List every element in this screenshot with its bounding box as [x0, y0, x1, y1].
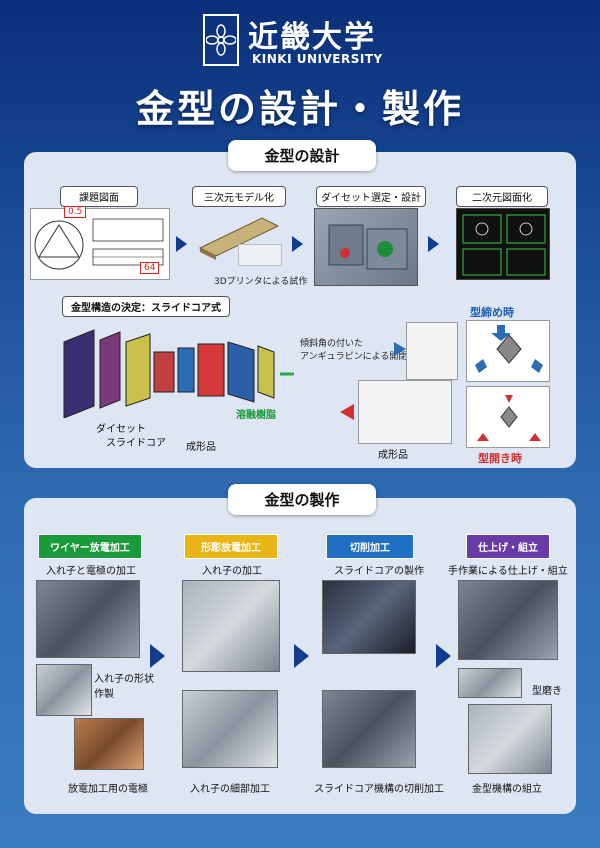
step-3d-model: 三次元モデル化: [192, 186, 286, 207]
mold-assembly-photo: [468, 704, 552, 774]
sinker-edm-photo: [182, 580, 280, 672]
mold-assembly-caption: 金型機構の組立: [472, 784, 542, 795]
insert-shape-caption: 入れ子の形状 作製: [94, 674, 154, 700]
arrow-right-icon: [176, 236, 187, 252]
electrode-photo: [74, 718, 144, 770]
dieset-label: ダイセット: [96, 424, 146, 435]
exploded-view-sketch: [63, 329, 294, 419]
wire-edm-photo: [36, 580, 140, 658]
assembly-work-photo: [458, 580, 558, 660]
mold-closed-top-view: [466, 320, 550, 382]
3d-part-sketch: [198, 217, 280, 260]
step-dieset: ダイセット選定・設計: [316, 186, 426, 207]
2d-drawing-image: [456, 208, 550, 280]
electrode-caption: 放電加工用の電極: [68, 784, 148, 795]
mold-open-label: 型開き時: [478, 452, 522, 465]
university-name-en: KINKI UNIVERSITY: [252, 52, 383, 66]
page-title: 金型の設計・製作: [135, 87, 464, 131]
caption-finishing: 手作業による仕上げ・組立: [448, 566, 568, 577]
slide-core-photo: [322, 690, 416, 768]
flower-emblem-icon: [206, 24, 236, 56]
dieset-sketch: [328, 224, 408, 270]
dieset-image: [314, 208, 418, 286]
exploded-mold-image: [54, 322, 294, 419]
blue-arrow-icon: [394, 342, 406, 356]
open-mold-sketch: [477, 395, 541, 441]
slide-core-caption: スライドコア機構の切削加工: [314, 784, 444, 795]
arrow-right-icon: [292, 236, 303, 252]
dimension-05: 0.5: [64, 206, 87, 218]
process-sinker-edm: 形彫放電加工: [184, 534, 278, 559]
mold-open-top-view: [466, 386, 550, 448]
dimension-64: 64: [140, 262, 160, 274]
make-section-label: 金型の製作: [228, 484, 376, 515]
molded-part-label-2: 成形品: [378, 450, 408, 461]
3d-print-photo: [238, 244, 282, 266]
printer-caption: 3Dプリンタによる試作: [214, 277, 308, 287]
arrow-right-icon: [428, 236, 439, 252]
step-task-drawing: 課題図面: [60, 186, 138, 207]
slide-core-label: スライドコア: [106, 438, 166, 449]
3d-model-image: [196, 210, 282, 260]
university-name-jp: 近畿大学: [248, 20, 376, 55]
caption-machining: スライドコアの製作: [334, 566, 424, 577]
structure-label: 金型構造の決定：スライドコア式: [62, 296, 230, 317]
process-finishing: 仕上げ・組立: [466, 534, 550, 559]
polishing-photo: [458, 668, 522, 698]
cad-sketch: [462, 214, 546, 276]
arrow-right-icon: [436, 644, 451, 668]
design-section-label: 金型の設計: [228, 140, 376, 171]
molded-part-label: 成形品: [186, 442, 216, 453]
caption-sinker-edm: 入れ子の加工: [202, 566, 262, 577]
machining-center-photo: [322, 580, 416, 654]
mold-closed-side-view: [406, 322, 458, 380]
arrow-right-icon: [150, 644, 165, 668]
insert-detail-caption: 入れ子の細部加工: [190, 784, 270, 795]
process-machining: 切削加工: [326, 534, 414, 559]
process-wire-edm: ワイヤー放電加工: [38, 534, 142, 559]
mold-close-label: 型締め時: [470, 306, 514, 319]
drawing-sketch: [34, 218, 164, 270]
resin-label: 溶融樹脂: [236, 410, 276, 421]
insert-detail-photo: [182, 690, 278, 768]
caption-wire-edm: 入れ子と電極の加工: [46, 566, 136, 577]
angular-pin-caption: 傾斜角の付いた アンギュラピンによる開閉: [300, 339, 408, 362]
step-2d-drawing: 二次元図面化: [456, 186, 548, 207]
mold-open-side-view: [358, 380, 452, 444]
red-arrow-icon: [340, 404, 354, 420]
insert-shape-photo: [36, 664, 92, 716]
closed-mold-sketch: [475, 325, 543, 373]
polishing-caption: 型磨き: [532, 686, 562, 697]
university-logo: [203, 14, 239, 66]
arrow-right-icon: [294, 644, 309, 668]
